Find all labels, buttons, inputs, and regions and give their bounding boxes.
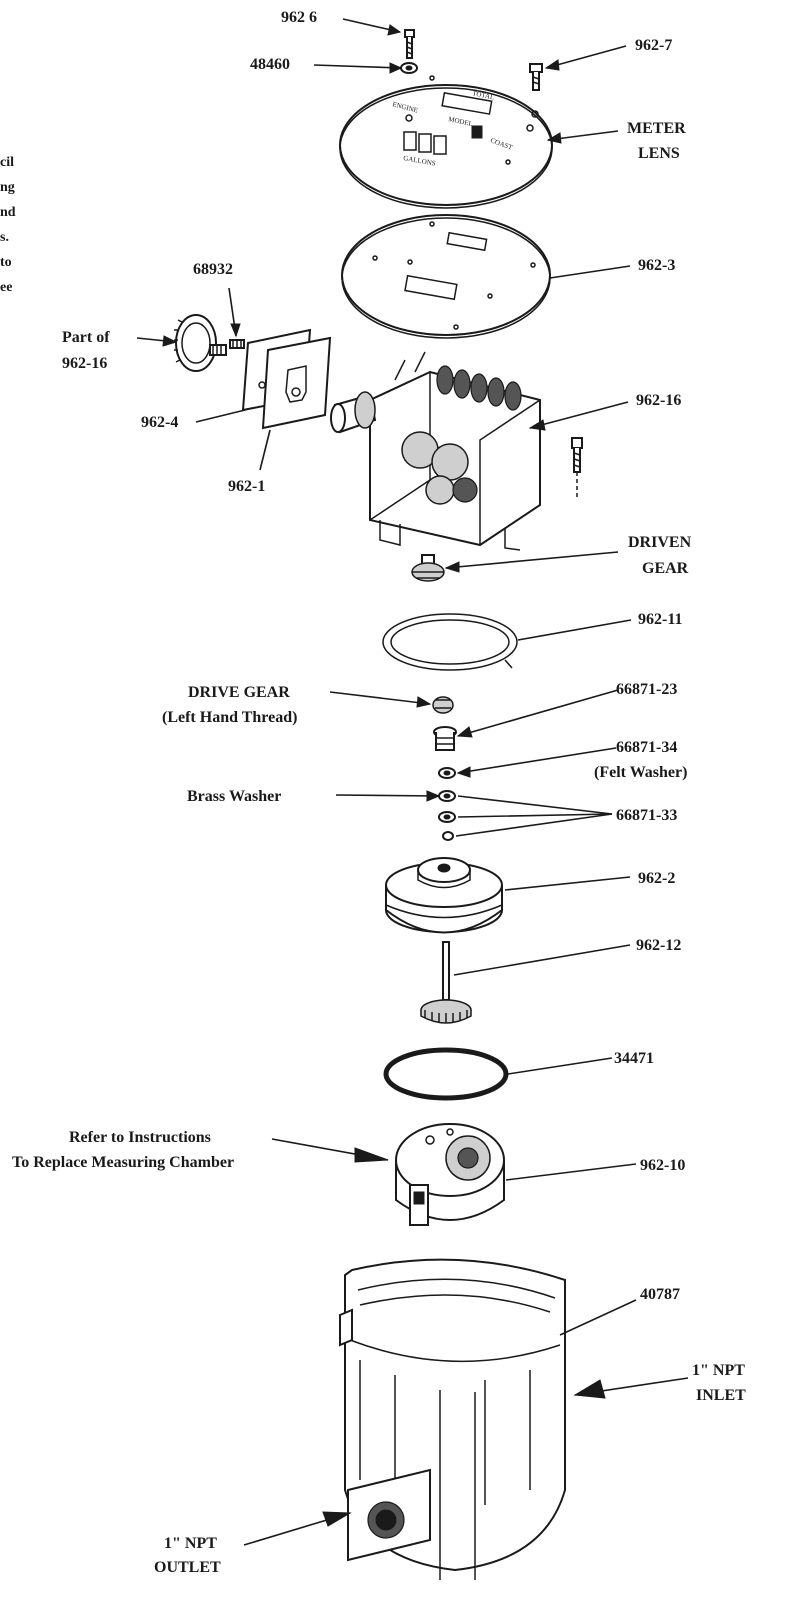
label-48460: 48460	[250, 56, 290, 73]
margin-text-line: cil	[0, 155, 14, 170]
cap-962-2	[385, 857, 503, 934]
plate-962-3	[341, 214, 551, 339]
label-962-3: 962-3	[638, 257, 675, 274]
reset-knob	[174, 314, 227, 372]
label-part-of-1: Part of	[62, 329, 110, 346]
label-inlet-1: 1" NPT	[692, 1362, 745, 1379]
washer-66871-33	[438, 811, 456, 841]
label-962-12: 962-12	[636, 937, 681, 954]
brass-washer	[438, 790, 456, 802]
label-962-2: 962-2	[638, 870, 675, 887]
felt-washer	[438, 767, 456, 779]
label-962-11: 962-11	[638, 611, 682, 628]
margin-text-line: ee	[0, 280, 12, 295]
side-screw	[571, 437, 583, 498]
screw-962-6	[404, 29, 415, 59]
drive-gear	[432, 696, 454, 714]
label-962-16: 962-16	[636, 392, 681, 409]
driven-gear	[411, 554, 445, 582]
shaft-962-12	[420, 941, 472, 1024]
register-mechanism	[330, 351, 541, 551]
label-meter-lens-1: METER	[627, 120, 686, 137]
plate-962-1	[261, 336, 332, 430]
screw-68932	[229, 339, 245, 349]
arrowheads	[162, 24, 606, 1527]
label-part-of-2: 962-16	[62, 355, 107, 372]
margin-text-line: to	[0, 255, 12, 270]
label-962-1: 962-1	[228, 478, 265, 495]
label-refer-2: To Replace Measuring Chamber	[12, 1154, 234, 1171]
label-66871-23: 66871-23	[616, 681, 677, 698]
margin-text-line: nd	[0, 205, 16, 220]
ring-962-11	[382, 613, 518, 671]
screw-962-7	[529, 63, 543, 91]
label-66871-33: 66871-33	[616, 807, 677, 824]
label-brass-washer: Brass Washer	[187, 788, 281, 805]
o-ring-34471	[383, 1047, 509, 1101]
label-962-10: 962-10	[640, 1157, 685, 1174]
label-68932: 68932	[193, 261, 233, 278]
label-962-7: 962-7	[635, 37, 672, 54]
meter-lens: TOTAL ENGINE MODEL COAST GALLONS	[339, 75, 553, 209]
margin-text: cil ng nd s. to ee	[0, 155, 16, 295]
measuring-chamber-962-10	[395, 1123, 505, 1226]
label-driven-gear-2: GEAR	[642, 560, 689, 577]
label-driven-gear-1: DRIVEN	[628, 534, 692, 551]
label-inlet-2: INLET	[696, 1387, 746, 1404]
fitting-66871-23	[433, 726, 457, 751]
label-drive-gear-2: (Left Hand Thread)	[162, 709, 297, 726]
label-meter-lens-2: LENS	[638, 145, 680, 162]
label-962-6: 962 6	[281, 9, 317, 26]
margin-text-line: ng	[0, 180, 15, 195]
washer-48460	[400, 62, 418, 74]
housing-40787	[339, 1258, 566, 1580]
label-outlet-2: OUTLET	[154, 1559, 221, 1576]
label-962-4: 962-4	[141, 414, 178, 431]
margin-text-line: s.	[0, 230, 9, 245]
label-66871-34: 66871-34	[616, 739, 677, 756]
label-40787: 40787	[640, 1286, 680, 1303]
callout-labels: 962 6 48460 962-7 METER LENS 962-3 68932…	[12, 9, 746, 1576]
label-outlet-1: 1" NPT	[164, 1535, 217, 1552]
label-drive-gear-1: DRIVE GEAR	[188, 684, 290, 701]
label-felt-washer: (Felt Washer)	[594, 764, 687, 781]
label-refer-1: Refer to Instructions	[69, 1129, 211, 1146]
label-34471: 34471	[614, 1050, 654, 1067]
